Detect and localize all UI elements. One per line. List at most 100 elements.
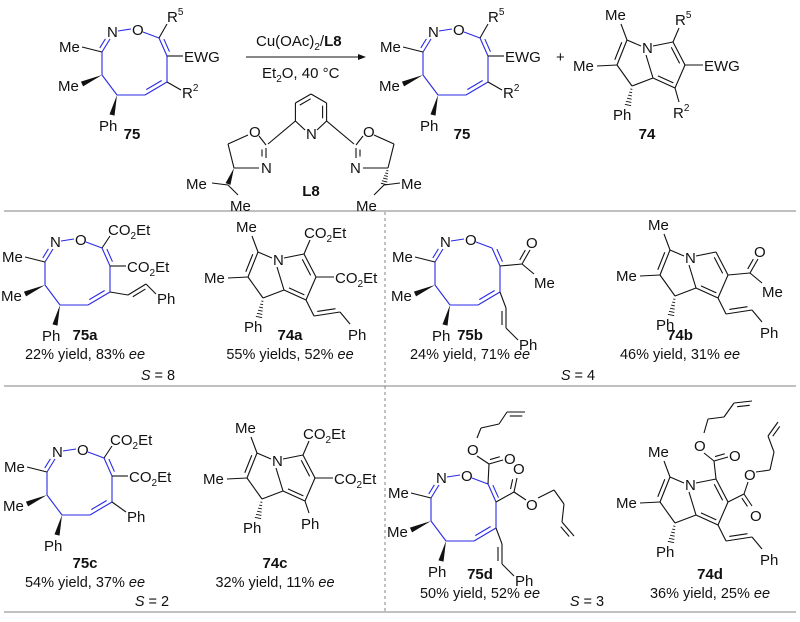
bond <box>674 514 697 524</box>
compound-label: 75 <box>454 126 471 143</box>
methyl-label: Me <box>3 498 24 515</box>
bond <box>491 247 501 267</box>
bond <box>414 256 436 263</box>
double-bond <box>106 248 113 262</box>
hash-bond <box>629 91 633 94</box>
phenyl-label: Ph <box>420 118 438 135</box>
yield-ee-text: 32% yield, 11% ee <box>215 575 334 591</box>
oxygen-label: O <box>504 451 516 468</box>
wedge-bond <box>23 285 45 297</box>
r2-label: R2 <box>182 83 199 102</box>
co2et-label: CO2Et <box>108 222 151 242</box>
double-bond <box>670 47 681 64</box>
hash-bond <box>256 510 262 513</box>
wedge-bond <box>442 305 450 326</box>
bond <box>663 460 671 478</box>
bond <box>767 421 779 437</box>
bond <box>226 477 248 480</box>
oxygen-label: O <box>249 124 261 141</box>
bond <box>276 266 285 291</box>
wedge-bond <box>109 95 117 116</box>
compound-label: 75 <box>124 126 141 143</box>
co2et-label: CO2Et <box>303 426 346 446</box>
bond <box>430 520 447 542</box>
bond <box>247 251 259 278</box>
co2et-label: CO2Et <box>304 225 347 245</box>
bond <box>103 445 113 459</box>
bond <box>487 81 503 91</box>
phenyl-label: Ph <box>127 509 145 526</box>
nitrogen-label: N <box>685 477 696 494</box>
bond <box>616 64 633 87</box>
bond <box>688 491 697 516</box>
yield-ee-text: 36% yield, 25% ee <box>650 586 770 602</box>
bond <box>561 503 565 523</box>
methyl-label: Me <box>356 198 377 215</box>
methyl-label: Me <box>380 39 401 56</box>
yield-ee-text: 55% yields, 52% ee <box>226 347 353 363</box>
bond <box>767 435 775 453</box>
compound-label: 74d <box>697 566 723 583</box>
bond <box>553 489 565 505</box>
bond <box>355 135 364 146</box>
methyl-label: Me <box>1 288 22 305</box>
bond <box>302 440 310 456</box>
ewg-label: EWG <box>704 58 740 75</box>
bond <box>373 134 395 145</box>
bond <box>313 311 341 317</box>
double-bond <box>713 484 724 501</box>
oxygen-label: O <box>77 442 89 459</box>
double-bond <box>714 453 725 458</box>
oxygen-label: O <box>744 467 756 484</box>
bond <box>304 500 310 514</box>
nitrogen-label: N <box>107 24 118 41</box>
compound-label: 75d <box>467 566 493 583</box>
bond <box>295 120 306 131</box>
oxygen-label: O <box>750 508 762 525</box>
bond <box>247 276 264 299</box>
nitrogen-label: N <box>350 160 361 177</box>
bond <box>672 41 686 66</box>
oxygen-label: O <box>453 22 465 39</box>
compound-label: 74c <box>262 555 287 572</box>
bond <box>256 452 272 460</box>
double-bond <box>496 248 503 262</box>
double-bond <box>492 484 499 498</box>
bond <box>251 235 259 253</box>
bond <box>383 182 401 186</box>
bond <box>505 327 519 341</box>
compound-label: 75c <box>72 555 97 572</box>
bond <box>85 241 103 249</box>
bond <box>674 64 686 89</box>
bond <box>725 309 753 315</box>
bond <box>669 476 685 484</box>
hash-bond <box>255 513 262 516</box>
hash-bond <box>259 504 263 507</box>
bond <box>639 501 661 504</box>
phenyl-label: Ph <box>244 319 262 336</box>
methyl-label: Me <box>391 288 412 305</box>
oxygen-label: O <box>513 461 525 478</box>
hash-bond <box>255 315 263 319</box>
r5-label: R5 <box>488 7 505 26</box>
bond <box>434 248 444 263</box>
oxygen-label: O <box>526 497 538 514</box>
bond <box>751 536 763 550</box>
bond <box>282 490 306 502</box>
yield-ee-text: 22% yield, 83% ee <box>25 347 145 363</box>
bond <box>749 258 759 274</box>
wedge-bond <box>430 95 438 116</box>
bond <box>387 143 395 169</box>
oxygen-label: O <box>461 468 473 485</box>
bond <box>703 418 709 434</box>
bond <box>109 291 129 296</box>
bond <box>659 274 676 297</box>
bond <box>733 400 753 404</box>
bond <box>24 256 46 263</box>
methyl-label: Me <box>379 78 400 95</box>
hash-bond <box>667 540 675 544</box>
double-bond <box>713 257 724 274</box>
